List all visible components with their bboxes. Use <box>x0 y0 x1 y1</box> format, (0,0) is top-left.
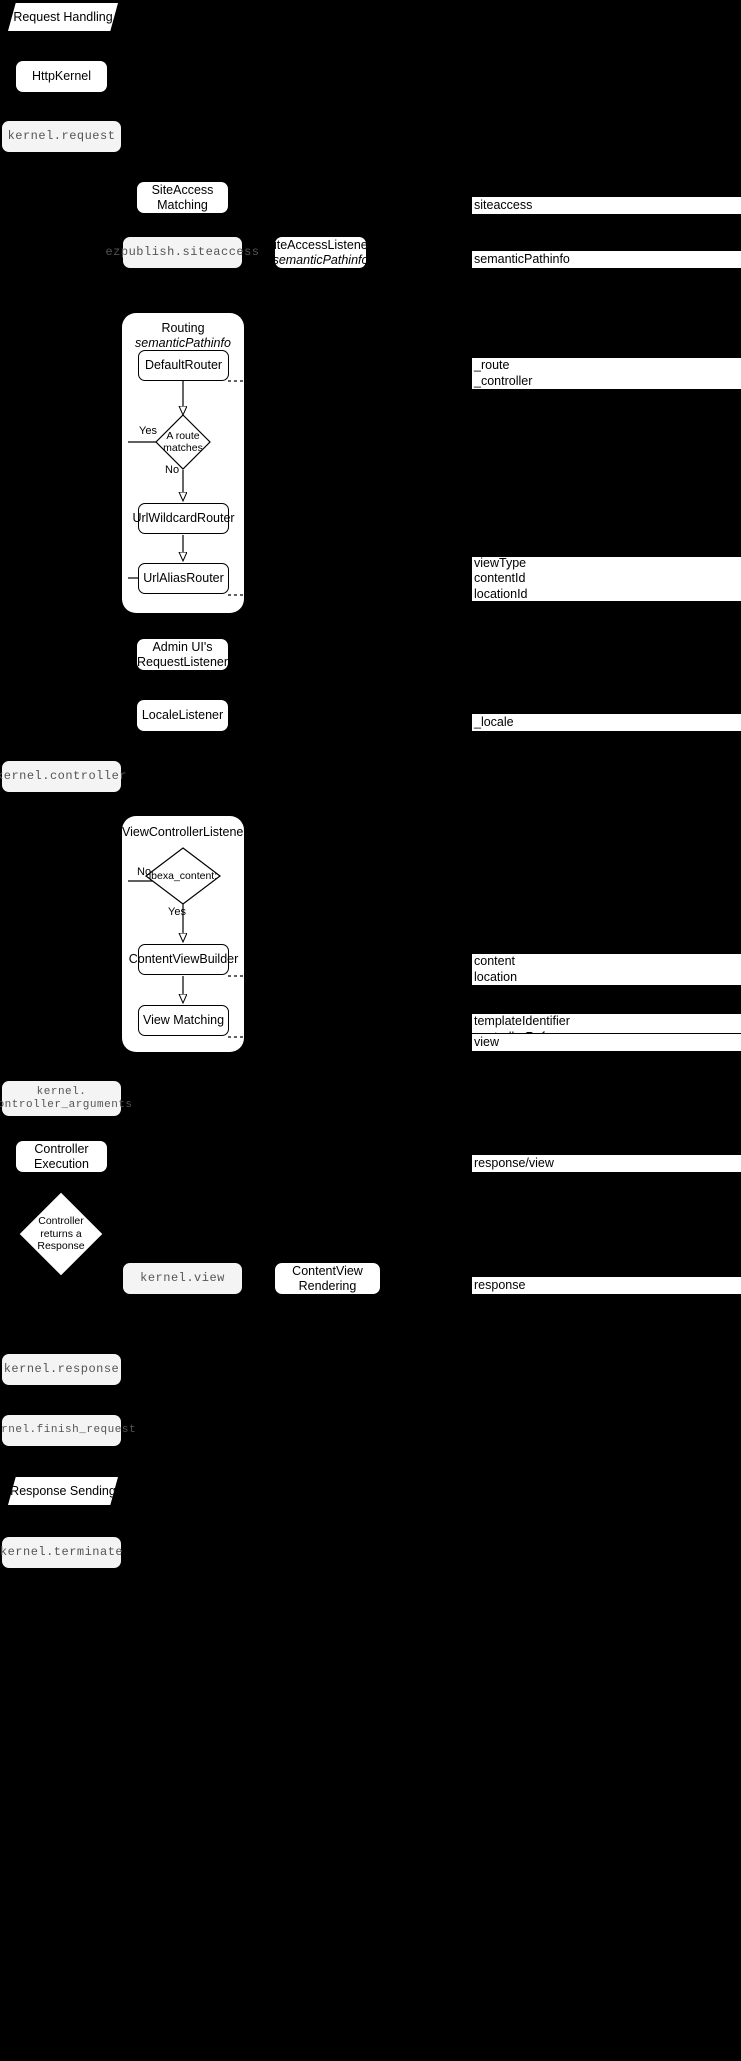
event-line-2: controller_arguments <box>0 1098 133 1111</box>
node-default-router[interactable]: DefaultRouter <box>138 350 229 381</box>
decision-ibexa-label: ibexa_content: <box>148 870 218 882</box>
vars-response-view: response/view <box>471 1154 741 1173</box>
vars-viewtype: viewType contentId locationId <box>471 556 741 602</box>
routing-title-italic: semanticPathinfo <box>135 336 231 350</box>
var-line: content <box>474 954 516 969</box>
banner-request-handling: Request Handling <box>8 3 118 31</box>
var-line: contentId <box>474 571 526 586</box>
controller-diamond-line2: returns a <box>40 1227 82 1240</box>
routing-title-prefix: Routing <box>161 321 205 335</box>
event-kernel-controller-arguments[interactable]: kernel. controller_arguments <box>0 1081 132 1116</box>
decision-controller-returns-response[interactable]: Controller returns a Response <box>18 1191 104 1277</box>
view-panel-title: ViewControllerListener <box>122 825 248 839</box>
var-line: viewType <box>474 556 527 571</box>
var-line: semanticPathinfo <box>474 251 570 266</box>
event-line-1: kernel. <box>36 1085 87 1098</box>
node-url-alias-router[interactable]: UrlAliasRouter <box>138 563 229 594</box>
controller-diamond-line1: Controller <box>38 1215 84 1228</box>
event-kernel-response[interactable]: kernel.response <box>2 1354 121 1385</box>
vars-semanticpathinfo: semanticPathinfo <box>471 250 741 269</box>
event-kernel-controller[interactable]: kernel.controller <box>0 761 126 792</box>
vars-response: response <box>471 1276 741 1295</box>
node-url-wildcard-router[interactable]: UrlWildcardRouter <box>132 503 235 534</box>
var-line: locationId <box>474 586 528 601</box>
admin-ui-line2: RequestListener <box>136 654 229 669</box>
var-line: siteaccess <box>474 197 533 212</box>
banner-response-sending: Response Sending <box>8 1477 118 1505</box>
var-line: _route <box>474 358 510 373</box>
node-controller-execution[interactable]: Controller Execution <box>16 1141 107 1172</box>
decision-line2: matches <box>163 442 203 454</box>
label-no-route: No <box>165 464 180 476</box>
vars-content-location: content location <box>471 953 741 986</box>
node-siteaccess-listener[interactable]: SiteAccessListener: semanticPathinfo <box>266 237 375 268</box>
var-line: location <box>474 969 518 984</box>
node-siteaccess-matching[interactable]: SiteAccess Matching <box>137 182 228 213</box>
label-yes-ibexa: Yes <box>168 906 186 918</box>
var-line: response/view <box>474 1155 554 1170</box>
siteaccess-listener-line2: semanticPathinfo <box>272 252 369 267</box>
var-line: _controller <box>474 373 533 388</box>
node-content-view-builder[interactable]: ContentViewBuilder <box>129 944 238 975</box>
var-line: templateIdentifier <box>474 1014 570 1029</box>
node-view-matching[interactable]: View Matching <box>138 1005 229 1036</box>
admin-ui-line1: Admin UI's <box>152 640 213 655</box>
node-httpkernel[interactable]: HttpKernel <box>16 61 107 92</box>
node-locale-listener[interactable]: LocaleListener <box>137 700 228 731</box>
node-admin-ui-request-listener[interactable]: Admin UI's RequestListener <box>137 639 228 670</box>
vars-route-controller: _route _controller <box>471 357 741 390</box>
var-line: _locale <box>474 714 514 729</box>
event-kernel-finish-request[interactable]: kernel.finish_request <box>0 1415 136 1446</box>
label-no-ibexa: No <box>137 866 152 878</box>
siteaccess-listener-line1: SiteAccessListener: <box>265 238 376 253</box>
var-line: response <box>474 1277 526 1292</box>
var-line: view <box>474 1034 500 1049</box>
controller-diamond-line3: Response <box>37 1240 85 1253</box>
decision-route-matches[interactable]: A route matches <box>155 414 211 470</box>
node-contentview-rendering[interactable]: ContentView Rendering <box>275 1263 380 1294</box>
decision-ibexa-content[interactable]: ibexa_content: <box>145 847 221 905</box>
vars-view: view <box>471 1033 741 1052</box>
event-ezpublish-siteaccess[interactable]: ezpublish.siteaccess <box>105 237 259 268</box>
decision-line1: A route <box>166 430 200 442</box>
vars-locale: _locale <box>471 713 741 732</box>
vars-siteaccess: siteaccess <box>471 196 741 215</box>
event-kernel-terminate[interactable]: kernel.terminate <box>0 1537 123 1568</box>
label-yes-route: Yes <box>139 425 157 437</box>
event-kernel-view[interactable]: kernel.view <box>123 1263 242 1294</box>
event-kernel-request[interactable]: kernel.request <box>2 121 121 152</box>
